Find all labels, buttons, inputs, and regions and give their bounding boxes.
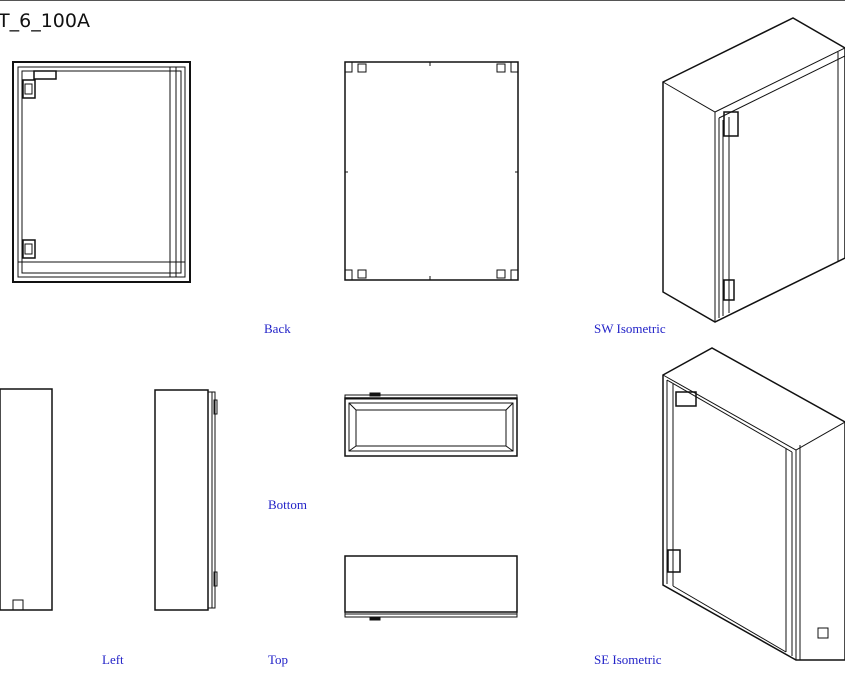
top-view[interactable] xyxy=(345,556,517,620)
bottom-view-label: Bottom xyxy=(268,497,308,512)
sw-isometric-view[interactable] xyxy=(663,18,845,322)
nameplate-icon xyxy=(34,71,56,79)
sheet-border xyxy=(0,0,845,1)
top-latch-icon xyxy=(23,80,35,98)
drawing-title: T_6_100A xyxy=(0,10,90,32)
back-view-label: Back xyxy=(264,321,291,336)
top-view-label: Top xyxy=(268,652,289,667)
left-view[interactable] xyxy=(0,389,217,610)
se-isometric-view[interactable] xyxy=(663,348,845,660)
sw-isometric-label: SW Isometric xyxy=(594,321,666,336)
bottom-view[interactable] xyxy=(345,393,517,456)
se-isometric-label: SE Isometric xyxy=(594,652,662,667)
back-view[interactable] xyxy=(345,62,518,280)
front-view[interactable] xyxy=(13,62,190,282)
bottom-latch-icon xyxy=(23,240,35,258)
left-view-label: Left xyxy=(102,652,124,667)
